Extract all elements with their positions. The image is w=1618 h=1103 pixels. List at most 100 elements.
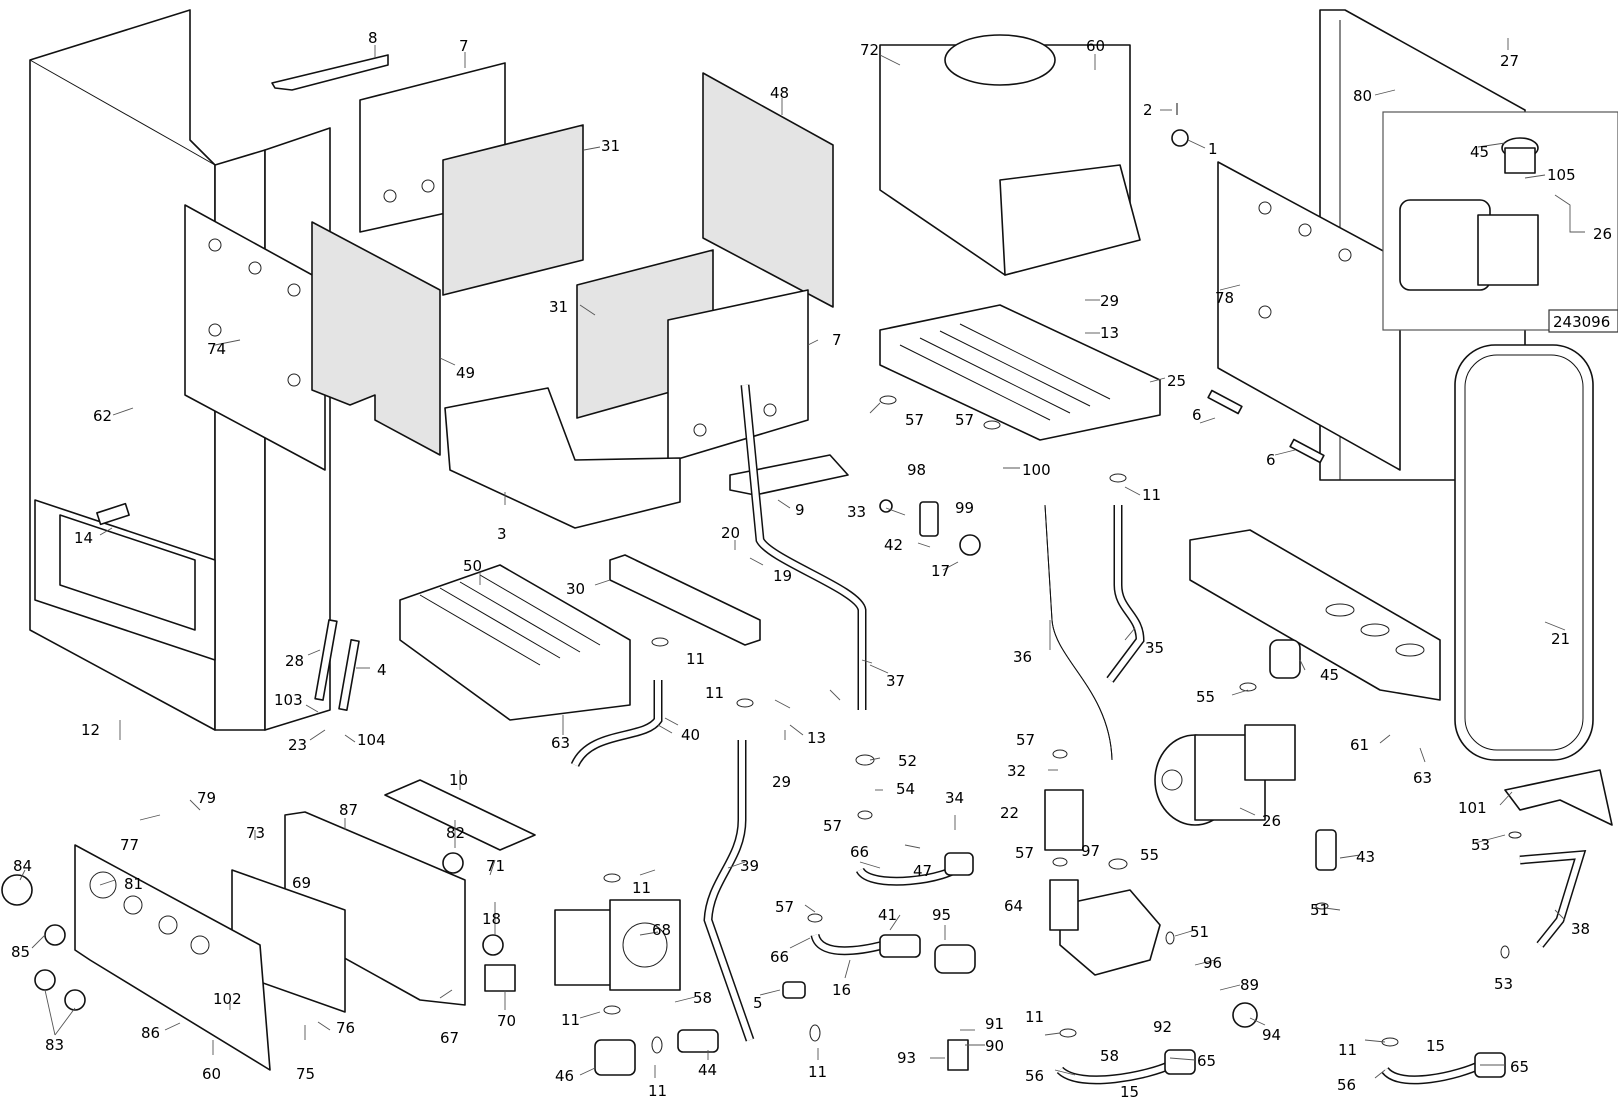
callout-60: 60 <box>1086 37 1105 55</box>
callout-53: 53 <box>1471 836 1490 854</box>
electrodes-28-4 <box>314 619 360 711</box>
callout-23: 23 <box>288 736 307 754</box>
pump-26 <box>1154 724 1296 826</box>
callout-89: 89 <box>1240 976 1259 994</box>
callout-9: 9 <box>795 501 805 519</box>
pressure-gauge-84 <box>1 874 33 906</box>
callout-22: 22 <box>1000 804 1019 822</box>
callout-39: 39 <box>740 857 759 875</box>
callout-30: 30 <box>566 580 585 598</box>
fan-hood-72 <box>879 34 1141 276</box>
callout-57: 57 <box>775 898 794 916</box>
callout-73: 73 <box>246 824 265 842</box>
callout-37: 37 <box>886 672 905 690</box>
callout-65: 65 <box>1510 1058 1529 1076</box>
callout-105: 105 <box>1547 166 1576 184</box>
expansion-vessel-21 <box>1454 344 1594 761</box>
callout-81: 81 <box>124 875 143 893</box>
callout-57: 57 <box>955 411 974 429</box>
callout-33: 33 <box>847 503 866 521</box>
callout-17: 17 <box>931 562 950 580</box>
callout-7: 7 <box>832 331 842 349</box>
callout-18: 18 <box>482 910 501 928</box>
callout-11: 11 <box>1142 486 1161 504</box>
callout-93: 93 <box>897 1049 916 1067</box>
callout-86: 86 <box>141 1024 160 1042</box>
callout-8: 8 <box>368 29 378 47</box>
electrode-cable-17 <box>959 534 981 556</box>
callout-99: 99 <box>955 499 974 517</box>
callout-90: 90 <box>985 1037 1004 1055</box>
callout-61: 61 <box>1350 736 1369 754</box>
callout-63: 63 <box>1413 769 1432 787</box>
callout-21: 21 <box>1551 630 1570 648</box>
hydraulic-group-64 <box>1049 879 1161 976</box>
callout-91: 91 <box>985 1015 1004 1033</box>
callout-55: 55 <box>1140 846 1159 864</box>
callout-85: 85 <box>11 943 30 961</box>
callout-11: 11 <box>648 1082 667 1100</box>
fitting-34 <box>944 852 974 876</box>
callout-60: 60 <box>202 1065 221 1083</box>
callout-77: 77 <box>120 836 139 854</box>
callout-79: 79 <box>197 789 216 807</box>
callout-80: 80 <box>1353 87 1372 105</box>
callout-70: 70 <box>497 1012 516 1030</box>
callout-57: 57 <box>905 411 924 429</box>
callout-35: 35 <box>1145 639 1164 657</box>
burner-50 <box>399 564 631 721</box>
leader-lines <box>19 38 1585 1079</box>
callout-1: 1 <box>1208 140 1218 158</box>
front-panel-86 <box>74 844 271 1071</box>
callout-29: 29 <box>772 773 791 791</box>
callout-5: 5 <box>753 994 763 1012</box>
callout-66: 66 <box>850 843 869 861</box>
callout-84: 84 <box>13 857 32 875</box>
insulation-panel-31-top <box>442 124 584 296</box>
callout-11: 11 <box>1025 1008 1044 1026</box>
callout-25: 25 <box>1167 372 1186 390</box>
callout-2: 2 <box>1143 101 1153 119</box>
callout-54: 54 <box>896 780 915 798</box>
callout-11: 11 <box>686 650 705 668</box>
callout-13: 13 <box>807 729 826 747</box>
air-vent-45 <box>1269 639 1301 679</box>
callout-46: 46 <box>555 1067 574 1085</box>
callout-11: 11 <box>1338 1041 1357 1059</box>
callout-6: 6 <box>1266 451 1276 469</box>
bracket-8 <box>271 54 389 91</box>
callout-102: 102 <box>213 990 242 1008</box>
side-panel-74 <box>184 204 326 471</box>
callout-76: 76 <box>336 1019 355 1037</box>
callout-57: 57 <box>1016 731 1035 749</box>
callout-78: 78 <box>1215 289 1234 307</box>
callout-66: 66 <box>770 948 789 966</box>
callout-15: 15 <box>1120 1083 1139 1101</box>
callout-58: 58 <box>1100 1047 1119 1065</box>
callout-103: 103 <box>274 691 303 709</box>
bracket-9 <box>729 454 849 496</box>
callout-36: 36 <box>1013 648 1032 666</box>
callout-42: 42 <box>884 536 903 554</box>
callout-47: 47 <box>913 862 932 880</box>
callout-98: 98 <box>907 461 926 479</box>
gas-cock-46 <box>594 1039 636 1076</box>
insulation-panel-48 <box>702 72 834 308</box>
callout-87: 87 <box>339 801 358 819</box>
callout-82: 82 <box>446 824 465 842</box>
callout-labels: 8 7 31 48 72 60 2 1 27 80 45 105 26 74 6… <box>11 29 1612 1101</box>
insulation-sheet-10 <box>384 779 536 851</box>
heat-exchanger-25 <box>879 304 1161 441</box>
callout-53: 53 <box>1494 975 1513 993</box>
callout-20: 20 <box>721 524 740 542</box>
callout-51: 51 <box>1190 923 1209 941</box>
reference-box <box>1548 309 1618 333</box>
fitting-65a <box>1164 1049 1196 1075</box>
callout-57: 57 <box>823 817 842 835</box>
callout-56: 56 <box>1337 1076 1356 1094</box>
callout-67: 67 <box>440 1029 459 1047</box>
callout-26: 26 <box>1262 812 1281 830</box>
knob-85 <box>44 924 66 946</box>
callout-95: 95 <box>932 906 951 924</box>
callout-12: 12 <box>81 721 100 739</box>
